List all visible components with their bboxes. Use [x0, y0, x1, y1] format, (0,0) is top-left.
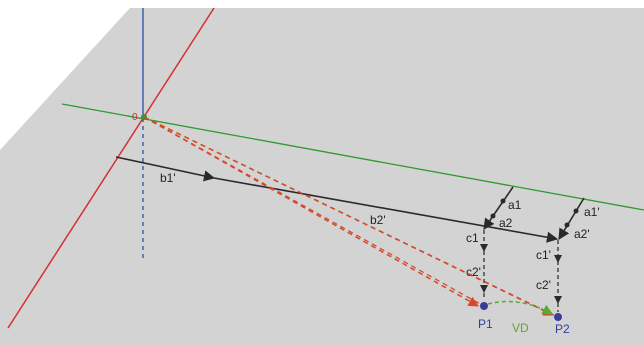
- arrow-c2: [480, 285, 488, 293]
- label-vd: VD: [512, 321, 529, 335]
- label-a2: a2: [499, 216, 513, 230]
- label-c2-prime: c2': [536, 278, 551, 292]
- arrow-c1: [480, 244, 488, 252]
- vector-a-second: [558, 197, 585, 240]
- label-a1: a1: [508, 198, 522, 212]
- y-axis: [61, 103, 644, 211]
- point-a2: [490, 213, 496, 219]
- x-axis: [7, 7, 215, 329]
- point-a2-prime: [564, 222, 570, 228]
- label-p1: P1: [478, 317, 493, 331]
- arrow-c2-prime: [554, 296, 562, 304]
- label-b1: b1': [160, 171, 176, 185]
- point-p2: [554, 313, 562, 321]
- ray-origin-to-p1-b: [143, 116, 483, 306]
- vd-vector: [487, 300, 553, 315]
- point-a1-prime: [573, 208, 579, 214]
- ground-plane: [0, 8, 644, 345]
- vector-a-first: [483, 186, 514, 230]
- label-a1-prime: a1': [584, 205, 600, 219]
- point-a1: [500, 198, 506, 204]
- label-b2: b2': [370, 213, 386, 227]
- origin-label: 0: [132, 112, 138, 123]
- vector-b1: [115, 156, 216, 182]
- label-a2-prime: a2': [574, 227, 590, 241]
- label-c1: c1: [466, 231, 479, 245]
- label-p2: P2: [555, 322, 570, 336]
- point-p1: [480, 302, 488, 310]
- arrow-c1-prime: [554, 255, 562, 263]
- ray-origin-to-p2-b: [143, 116, 557, 317]
- label-c2: c2': [466, 265, 481, 279]
- label-c1-prime: c1': [536, 248, 551, 262]
